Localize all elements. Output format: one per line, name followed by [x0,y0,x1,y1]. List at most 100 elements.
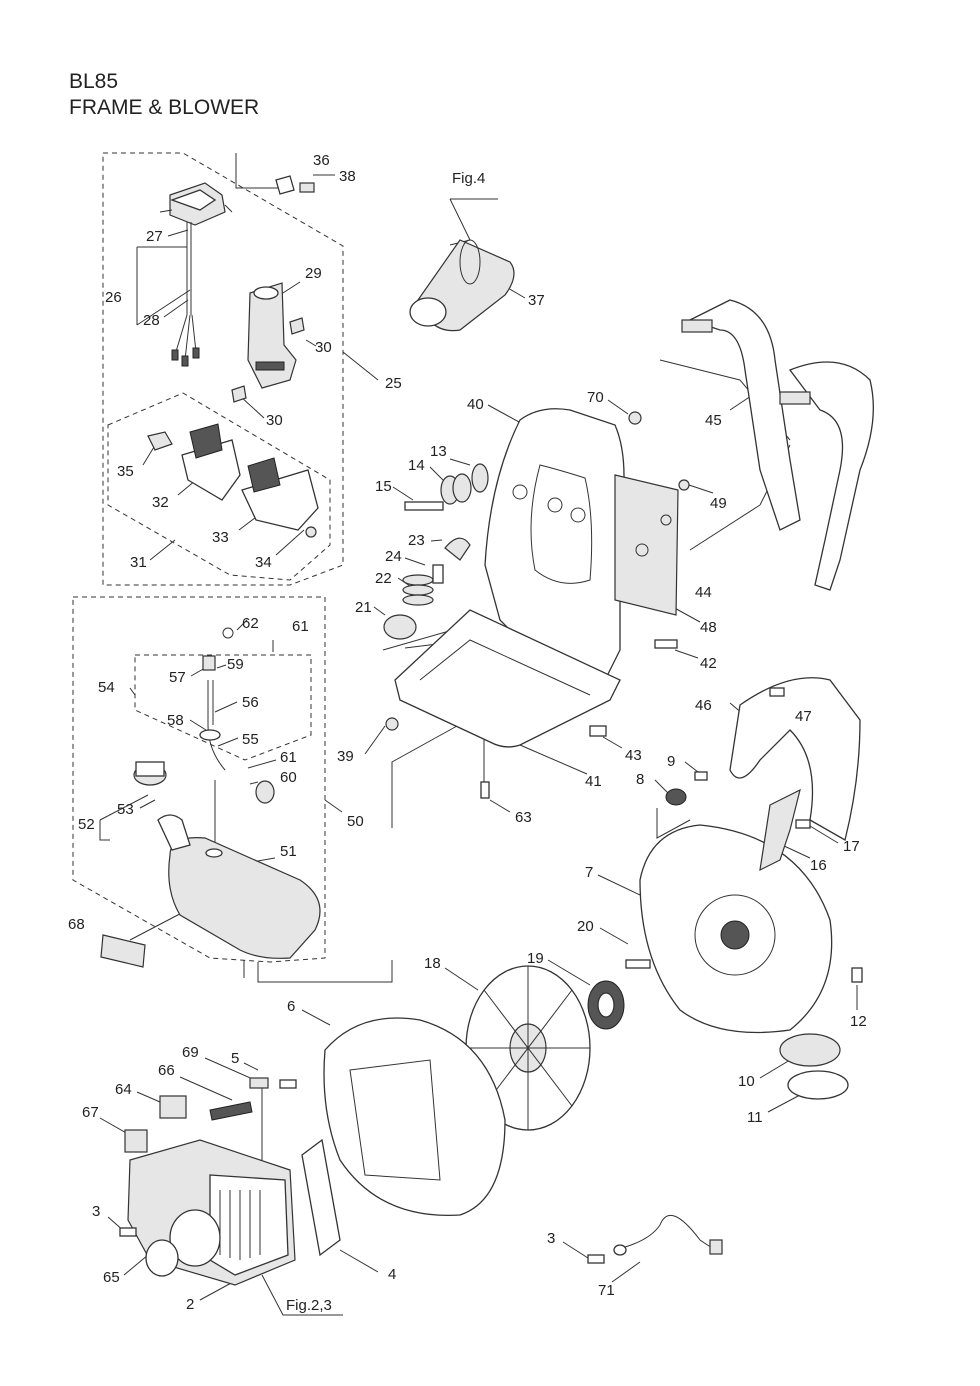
ring-10 [779,1033,841,1067]
fuel-pipe-assembly-55 [199,655,226,771]
part-label: 34 [255,554,272,571]
part-label: 3 [92,1203,100,1220]
part-label: 61 [280,749,297,766]
screw-5 [279,1079,297,1089]
part-label: 11 [747,1109,763,1126]
screw-63 [480,781,490,799]
ref-fig-2-3: Fig.2,3 [286,1297,332,1314]
mount-rubber-21 [383,614,417,640]
part-label: 19 [527,950,544,967]
part-label: 18 [424,955,441,972]
part-label: 30 [315,339,332,356]
part-label: 26 [105,289,122,306]
part-label: 35 [117,463,134,480]
part-label: 43 [625,747,642,764]
screw-17 [795,819,811,829]
label-67 [124,1129,148,1153]
part-label: 65 [103,1269,120,1286]
bolt-35 [147,431,173,451]
part-label: 15 [375,478,392,495]
label-64 [159,1095,187,1119]
gasket-4 [301,1138,341,1257]
part-label: 54 [98,679,115,696]
part-label: 69 [182,1044,199,1061]
part-label: 53 [117,801,134,818]
part-label: 31 [130,554,147,571]
label-68 [100,934,146,968]
clamp-half-32 [181,423,241,501]
part-label: 70 [587,389,604,406]
part-label: 56 [242,694,259,711]
fuel-filter-60 [255,780,275,804]
screw-30-upper [289,317,305,335]
part-label: 22 [375,570,392,587]
part-label: 40 [467,396,484,413]
part-label: 57 [169,669,186,686]
part-label: 45 [705,412,722,429]
part-label: 20 [577,918,594,935]
ring-11 [787,1070,849,1100]
group-box-54 [134,654,312,761]
group-box-50 [72,596,326,963]
part-label: 44 [695,584,712,601]
base-frame-41 [394,609,621,748]
clip-36 [275,175,295,195]
part-label: 7 [585,864,593,881]
part-label: 63 [515,809,532,826]
part-label: 39 [337,748,354,765]
part-label: 24 [385,548,402,565]
spring-14 [440,473,472,505]
part-label: 29 [305,265,322,282]
bolt-42 [654,639,678,649]
part-label: 59 [227,656,244,673]
screw-47 [769,687,785,697]
part-label: 3 [547,1230,555,1247]
ignition-switch-27 [159,182,233,367]
part-label: 52 [78,816,95,833]
part-label: 51 [280,843,297,860]
part-label: 4 [388,1266,396,1283]
nut-70 [628,411,642,425]
part-label: 32 [152,494,169,511]
group-box-31 [107,392,331,581]
part-label: 27 [146,228,163,245]
part-label: 6 [287,998,295,1015]
part-label: 41 [585,773,602,790]
ground-wire-71 [613,1215,723,1256]
bolt-20 [625,959,651,969]
clamp-half-33 [241,457,319,531]
part-label: 37 [528,292,545,309]
air-filter-cover-65 [145,1239,179,1277]
part-label: 42 [700,655,717,672]
nut-34 [305,526,317,538]
spring-mount-22 [402,574,434,606]
label-69 [249,1077,269,1089]
screw-12 [851,967,863,983]
part-label: 30 [266,412,283,429]
part-label: 36 [313,152,330,169]
part-label: 10 [738,1073,755,1090]
part-label: 60 [280,769,297,786]
fuel-tank-51 [157,814,321,959]
part-label: 13 [430,443,447,460]
tube-37 [409,239,515,332]
grommet-8 [665,788,687,806]
part-label: 14 [408,457,425,474]
screw-38 [299,182,315,193]
screw-3-wire [587,1254,605,1264]
part-label: 71 [598,1282,615,1299]
part-label: 2 [186,1296,194,1313]
part-label: 9 [667,753,675,770]
screw-30-lower [231,385,247,403]
clip-43 [589,725,607,737]
part-label: 58 [167,712,184,729]
part-label: 28 [143,312,160,329]
bolt-24 [432,564,444,584]
adapter-19 [587,980,625,1030]
part-label: 49 [710,495,727,512]
part-label: 55 [242,731,259,748]
part-label: 33 [212,529,229,546]
part-label: 8 [636,771,644,788]
part-label: 68 [68,916,85,933]
volute-cover-46 [729,677,861,841]
